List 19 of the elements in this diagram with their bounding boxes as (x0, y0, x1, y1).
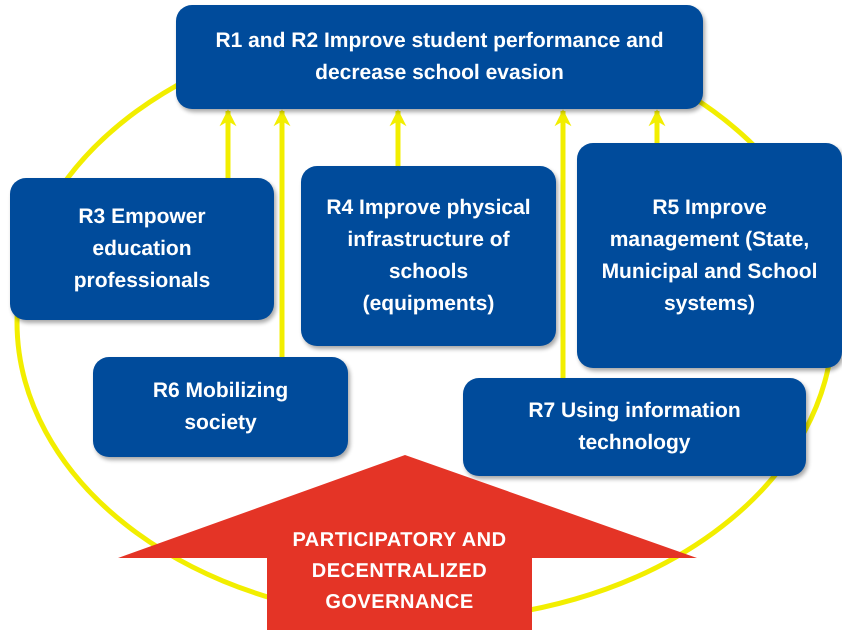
process-box (577, 143, 842, 368)
arrow (390, 109, 406, 166)
arrow (554, 109, 572, 378)
box-text: R6 Mobilizing society (152, 378, 290, 436)
box-text: R3 Empower education professionals (72, 204, 212, 294)
box-text: R5 Improve management (State, Municipal and School systems) (600, 194, 818, 316)
block-arrow (118, 455, 697, 630)
arrow (220, 109, 236, 178)
process-box (10, 178, 274, 320)
process-box (301, 166, 556, 346)
process-box (463, 378, 806, 476)
box-text: R7 Using information technology (527, 398, 742, 456)
process-box (93, 357, 348, 457)
box-text: R4 Improve physical infrastructure of schools (equipments) (325, 195, 532, 317)
arrow-label: PARTICIPATORY AND DECENTRALIZED GOVERNANCE (291, 528, 508, 615)
process-box (176, 5, 703, 109)
arrow (648, 109, 666, 143)
box-text: R1 and R2 Improve student performance and decrease school evasion (214, 28, 665, 86)
arrow (274, 109, 290, 357)
